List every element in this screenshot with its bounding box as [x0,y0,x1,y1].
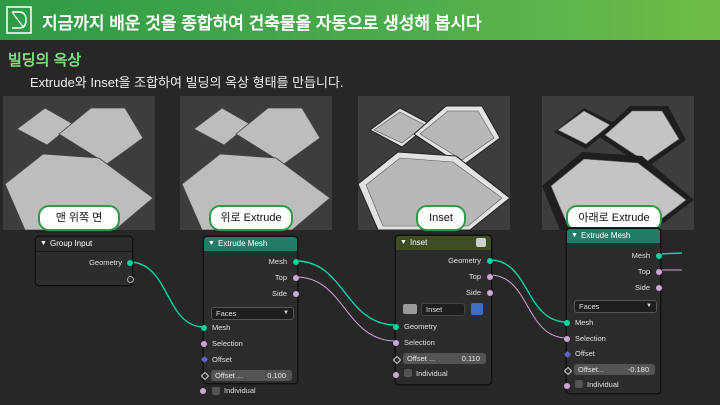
field-label: Offset... [578,365,605,374]
individual-label: Individual [416,369,448,378]
output-side-label: Side [634,283,650,292]
mode-dropdown[interactable]: Faces ▼ [574,300,657,313]
collapse-chevron-icon[interactable]: ▼ [208,240,215,247]
output-label: Geometry [89,258,122,267]
output-socket-mesh[interactable] [656,253,662,259]
output-geometry-label: Geometry [448,256,481,265]
output-side-label: Side [271,289,287,298]
logo-icon [6,6,32,34]
output-mesh-label: Mesh [268,257,287,266]
node-title: Extrude Mesh [581,231,631,240]
input-socket-selection[interactable] [201,341,207,347]
input-socket-offset[interactable] [392,355,402,365]
node-extrude-mesh-2[interactable]: ▼ Extrude Mesh Mesh Top Side Faces ▼ Mes… [563,228,662,394]
field-label: Offset ... [215,371,244,380]
output-top-label: Top [637,267,650,276]
collapse-chevron-icon[interactable]: ▼ [400,239,407,246]
banner-title: 지금까지 배운 것을 종합하여 건축물을 자동으로 생성해 봅시다 [42,14,482,33]
field-value: -0.180 [627,365,649,374]
input-socket-individual[interactable] [564,383,570,389]
output-socket-side[interactable] [487,290,493,296]
input-socket-mesh[interactable] [564,320,570,326]
fake-user-icon[interactable] [471,303,483,315]
group-name-field[interactable]: Inset [421,303,465,316]
empty-output-socket[interactable] [127,276,134,283]
input-socket-offset-scale[interactable] [563,366,573,376]
input-socket-individual[interactable] [393,372,399,378]
section-description: Extrude와 Inset을 조합하여 빌딩의 옥상 형태를 만듭니다. [30,75,344,90]
group-browse-icon[interactable] [403,304,417,314]
input-offset-label: Offset [575,349,595,358]
output-socket-geometry[interactable] [127,260,133,266]
step-label-top-face: 맨 위쪽 면 [38,205,120,231]
node-header[interactable]: ▼ Inset [396,236,491,250]
input-mesh-label: Mesh [212,323,231,332]
input-socket-offset[interactable] [563,350,572,359]
input-mesh-label: Mesh [575,318,594,327]
node-title: Inset [410,238,428,247]
output-socket-side[interactable] [656,285,662,291]
node-extrude-mesh-1[interactable]: ▼ Extrude Mesh Mesh Top Side Faces ▼ Mes… [200,236,299,384]
input-geometry-label: Geometry [404,322,437,331]
input-selection-label: Selection [212,339,243,348]
field-label: Offset ... [407,354,436,363]
individual-label: Individual [587,380,619,389]
section-title: 빌딩의 옥상 [8,52,82,69]
offset-scale-field[interactable]: Offset ... 0.100 [211,370,292,381]
chevron-down-icon: ▼ [646,303,652,309]
node-group-selector[interactable]: Inset [403,303,483,316]
output-socket-top[interactable] [656,269,662,275]
node-header[interactable]: ▼ Extrude Mesh [204,237,297,251]
node-inset[interactable]: ▼ Inset Geometry Top Side Inset Geometry… [392,235,493,385]
output-socket-top[interactable] [293,275,299,281]
input-socket-mesh[interactable] [201,325,207,331]
collapse-chevron-icon[interactable]: ▼ [571,232,578,239]
node-group-icon [476,238,486,247]
input-selection-label: Selection [575,334,606,343]
group-name: Inset [426,305,443,314]
input-offset-label: Offset [212,355,232,364]
node-header[interactable]: ▼ Group Input [36,237,132,252]
output-socket-mesh[interactable] [293,259,299,265]
node-title: Group Input [50,239,93,248]
individual-label: Individual [224,386,256,395]
input-socket-offset-scale[interactable] [200,371,210,381]
collapse-chevron-icon[interactable]: ▼ [40,240,47,247]
input-socket-selection[interactable] [564,336,570,342]
output-top-label: Top [468,272,481,281]
step-label-extrude-up: 위로 Extrude [209,205,293,231]
output-side-label: Side [465,288,481,297]
step-label-inset: Inset [416,205,466,231]
field-value: 0.100 [267,371,286,380]
chevron-down-icon: ▼ [283,310,289,316]
output-socket-geometry[interactable] [487,258,493,264]
mode-value: Faces [216,309,237,318]
input-selection-label: Selection [404,338,435,347]
header-banner: 지금까지 배운 것을 종합하여 건축물을 자동으로 생성해 봅시다 [0,0,720,40]
node-group-input[interactable]: ▼ Group Input Geometry [35,236,134,286]
input-socket-individual[interactable] [200,388,206,394]
viewport-panel-3 [358,96,510,230]
input-socket-selection[interactable] [393,340,399,346]
offset-scale-field[interactable]: Offset... -0.180 [574,364,655,375]
output-socket-top[interactable] [487,274,493,280]
node-title: Extrude Mesh [218,239,268,248]
output-mesh-label: Mesh [631,251,650,260]
output-top-label: Top [274,273,287,282]
field-value: 0.110 [461,354,480,363]
individual-checkbox[interactable] [575,380,583,388]
individual-checkbox[interactable] [212,387,220,395]
individual-checkbox[interactable] [404,369,412,377]
input-socket-geometry[interactable] [393,324,399,330]
input-socket-offset[interactable] [200,355,209,364]
mode-value: Faces [579,302,600,311]
output-socket-side[interactable] [293,291,299,297]
offset-field[interactable]: Offset ... 0.110 [403,353,486,364]
mode-dropdown[interactable]: Faces ▼ [211,307,294,320]
node-header[interactable]: ▼ Extrude Mesh [567,229,660,243]
